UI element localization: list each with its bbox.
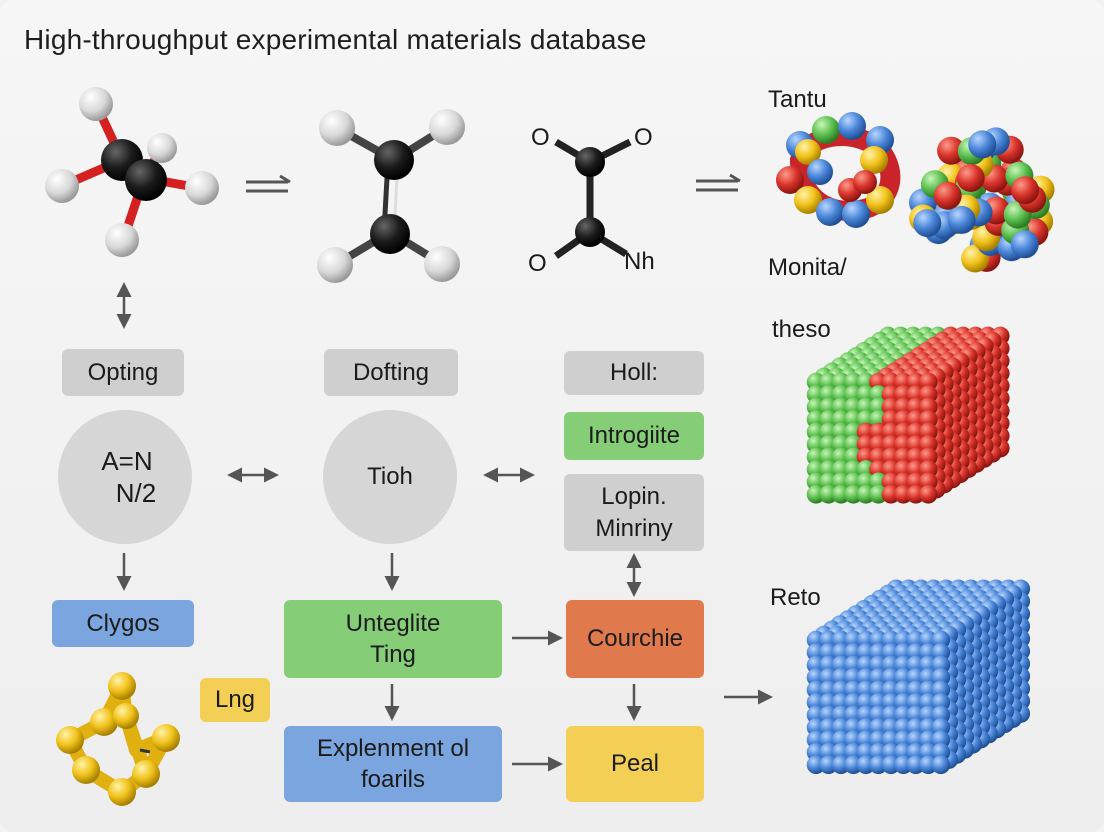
cluster-small [776,112,901,228]
node-explenment-line1: Explenment ol [316,734,470,762]
node-tioh-label: Tioh [367,463,413,490]
page-title: High-throughput experimental materials d… [24,24,647,55]
node-lopin: Lopin. Minriny [564,474,704,551]
molecule-2 [317,109,465,283]
cube-blue [806,579,1031,775]
flow-arrows [116,282,773,772]
node-lopin-line1: Lopin. [601,483,667,511]
label-monita: Monita/ [768,254,847,281]
formula-bottom: N/2 [115,478,157,508]
node-dofting: Dofting [324,349,458,396]
node-holl: Holl: [564,351,704,395]
node-courchie: Courchie [566,600,704,678]
yellow-chain [56,672,180,806]
node-unteglite-line2: Ting [370,641,416,668]
label-theso: theso [772,316,831,343]
node-lng: Lng [200,678,270,722]
cluster-dense [909,127,1055,273]
node-introgiite: Introgiite [564,412,704,460]
node-lopin-line2: Minriny [595,514,673,542]
node-peal: Peal [566,726,704,802]
label-tantu: Tantu [768,86,827,113]
node-opting: Opting [62,349,184,396]
formula-top: A=N [101,445,153,476]
node-explenment-line2: foarils [360,766,426,793]
atom-label-o3: O [528,250,547,277]
node-formula-circle: A=N N/2 [58,410,192,544]
label-reto: Reto [770,584,821,611]
atom-label-o2: O [634,124,653,151]
atom-label-o1: O [531,124,550,151]
atom-label-n1: Nh [624,248,655,275]
equilibrium-arrow-2 [696,173,741,192]
node-unteglite: Unteglite Ting [284,600,502,678]
molecule-3 [553,138,632,259]
node-tioh: Tioh [323,410,457,544]
molecule-1 [45,87,219,257]
node-clygos: Clygos [52,600,194,647]
equilibrium-arrow-1 [246,174,291,193]
cube-green-red [806,326,1010,504]
node-explenment: Explenment ol foarils [284,726,502,802]
node-unteglite-line1: Unteglite [345,609,441,637]
